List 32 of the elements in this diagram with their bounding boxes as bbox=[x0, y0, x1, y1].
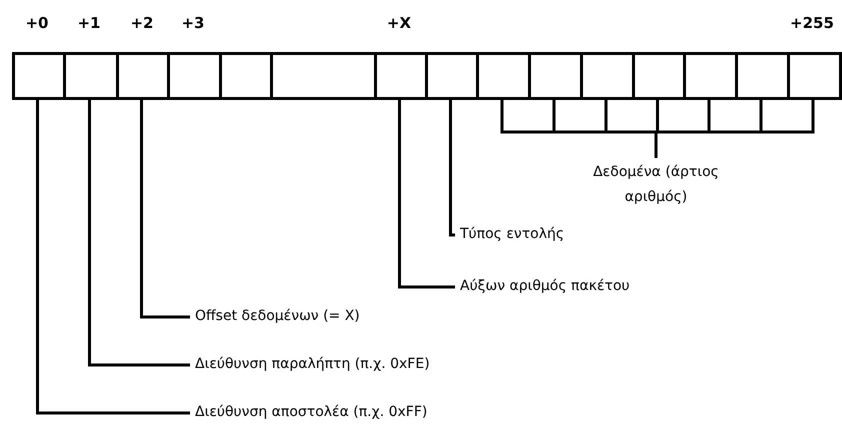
field-label: Δεδομένα (άρτιος αριθμός) bbox=[566, 160, 746, 210]
offset-label: +0 bbox=[25, 14, 48, 32]
byte-cell bbox=[270, 52, 377, 100]
offset-label: +X bbox=[386, 14, 412, 32]
field-label: Διεύθυνση αποστολέα (π.χ. 0xFF) bbox=[195, 403, 428, 421]
byte-cell bbox=[632, 52, 686, 100]
offset-label: +3 bbox=[181, 14, 204, 32]
leader-line bbox=[140, 100, 190, 318]
byte-cell bbox=[167, 52, 222, 100]
byte-cell bbox=[735, 52, 790, 100]
field-label: Offset δεδομένων (= X) bbox=[195, 307, 360, 325]
byte-cell bbox=[116, 52, 170, 100]
byte-cell bbox=[787, 52, 842, 100]
offset-label: +1 bbox=[77, 14, 100, 32]
leader-line bbox=[398, 100, 455, 288]
byte-cell bbox=[63, 52, 119, 100]
field-label: Αύξων αριθμός πακέτου bbox=[460, 277, 630, 295]
field-label: Τύπος εντολής bbox=[460, 225, 564, 243]
field-label: Διεύθυνση παραλήπτη (π.χ. 0xFE) bbox=[195, 355, 430, 373]
leader-line bbox=[88, 100, 190, 366]
byte-cell bbox=[425, 52, 479, 100]
byte-cell bbox=[12, 52, 66, 100]
leader-line bbox=[449, 100, 455, 236]
byte-cell bbox=[219, 52, 273, 100]
byte-cell bbox=[476, 52, 531, 100]
offset-label: +255 bbox=[790, 14, 834, 32]
byte-cell bbox=[374, 52, 428, 100]
byte-cell bbox=[683, 52, 738, 100]
leader-line bbox=[36, 100, 190, 414]
byte-cell bbox=[580, 52, 635, 100]
offset-label: +2 bbox=[130, 14, 154, 32]
byte-cell bbox=[528, 52, 583, 100]
